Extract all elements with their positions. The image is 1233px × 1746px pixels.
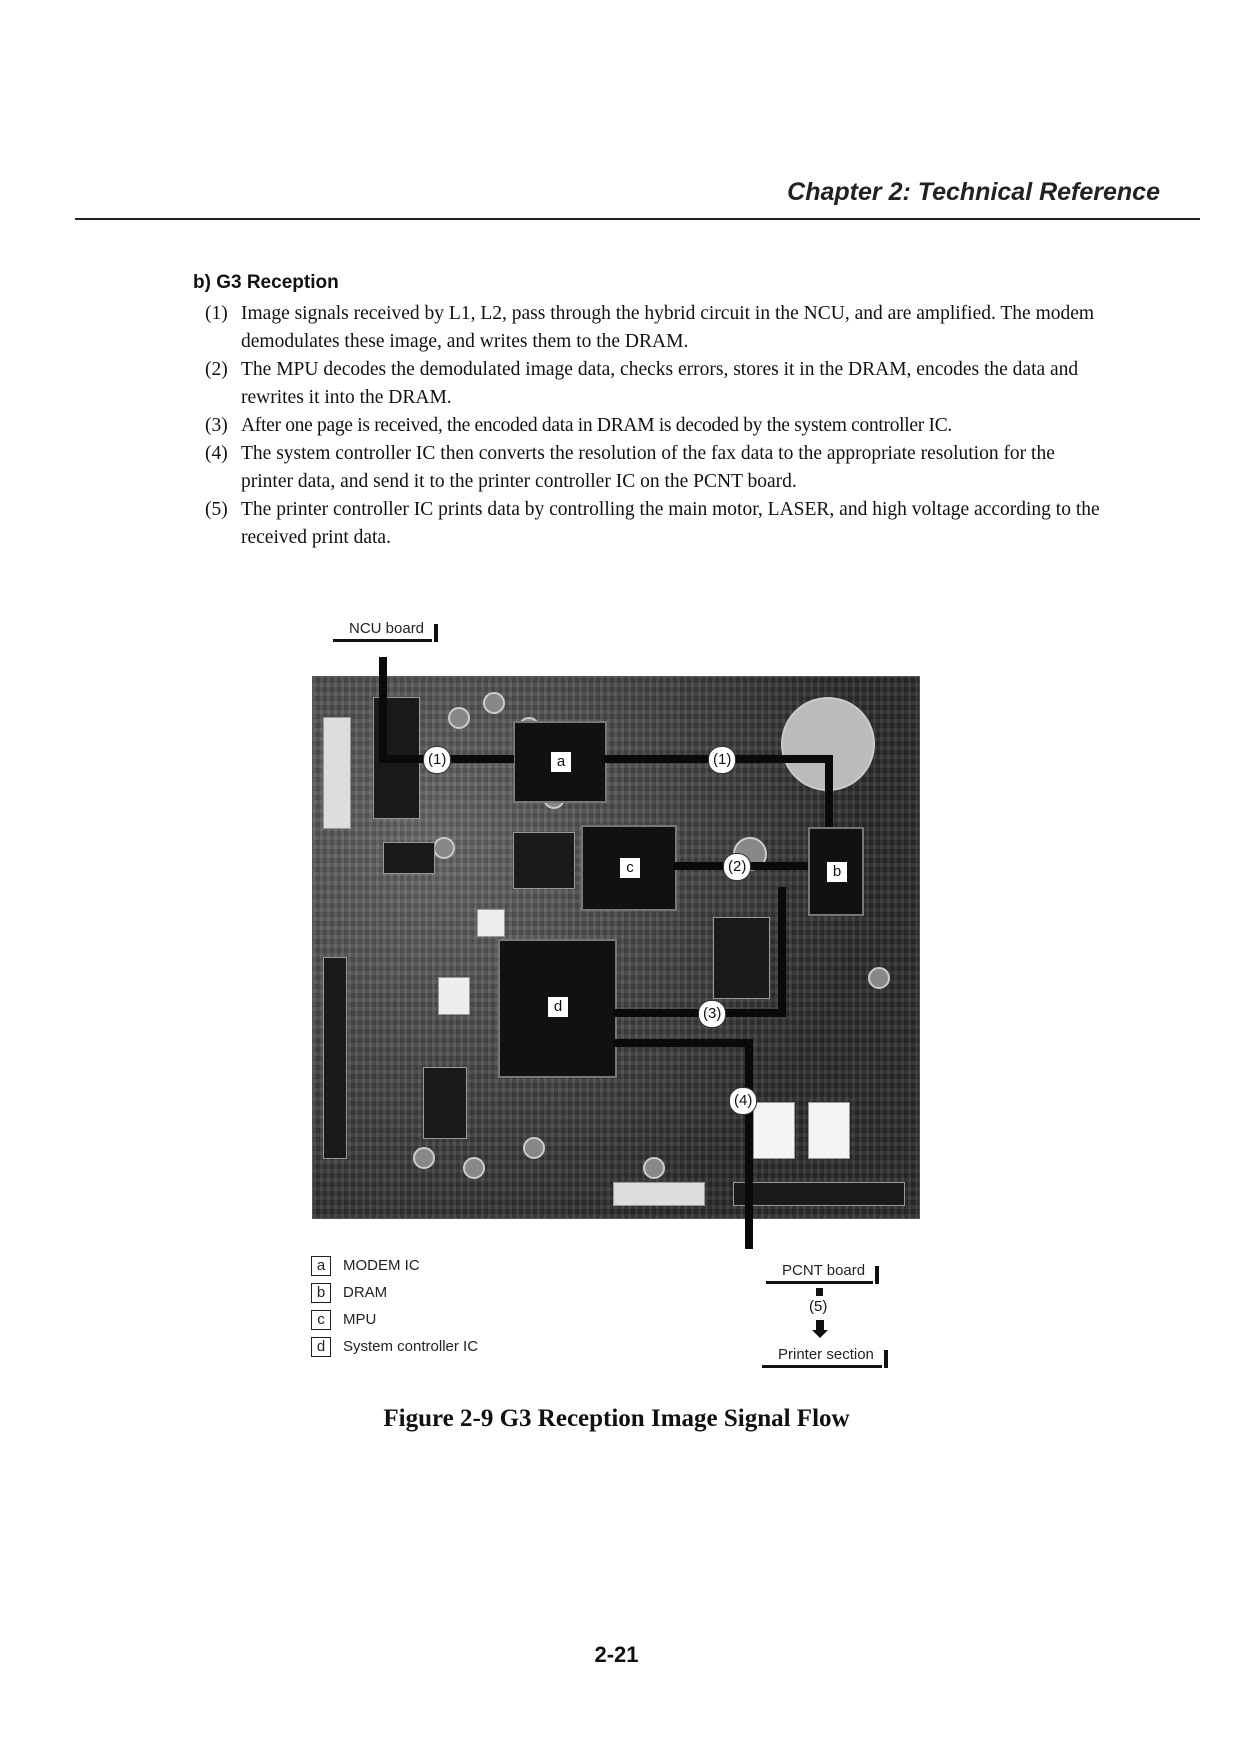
small-ic [423,1067,467,1139]
step-text: The MPU decodes the demodulated image da… [241,359,1079,408]
capacitor [448,707,470,729]
legend-item: d System controller IC [311,1333,478,1360]
flow-line-pcnt-printer [816,1288,823,1296]
flow-line-dram-syscon [778,887,786,1017]
white-connector [438,977,470,1015]
pcb-photo: a c b d (1) (1) (2) (3) (4) [312,657,920,1249]
step-item: (5) The printer controller IC prints dat… [205,496,1105,552]
white-connector [477,909,505,937]
arrow-down-icon [812,1330,828,1338]
bottom-connector [613,1182,705,1206]
page-number: 2-21 [594,1642,639,1667]
step-item: (3) After one page is received, the enco… [205,412,1105,440]
legend-key: b [311,1282,331,1303]
printer-section-callout: Printer section [762,1346,888,1368]
capacitor [483,692,505,714]
capacitor [643,1157,665,1179]
small-ic [383,842,435,874]
step-number: (3) [205,415,228,436]
dram-chip: b [808,827,864,916]
pcnt-board-callout: PCNT board [766,1262,880,1284]
bottom-connector [733,1182,905,1206]
capacitor [463,1157,485,1179]
ncu-board-callout: NCU board [333,620,439,642]
step-item: (1) Image signals received by L1, L2, pa… [205,300,1105,356]
connector-strip [323,957,347,1159]
figure-caption: Figure 2-9 G3 Reception Image Signal Flo… [383,1405,850,1432]
flow-arrow-stem [816,1320,824,1330]
flow-label-5: (5) [809,1298,828,1315]
step-text: After one page is received, the encoded … [241,415,953,436]
mpu-chip: c [581,825,677,911]
legend-key: d [311,1336,331,1357]
chip-label-a: a [550,751,572,773]
legend-item: c MPU [311,1306,478,1333]
chip-label-c: c [619,857,641,879]
step-number: (4) [205,443,228,464]
flow-label-1b: (1) [708,746,737,774]
small-ic [713,917,770,999]
flow-label-4: (4) [729,1087,758,1115]
modem-ic-chip: a [513,721,607,803]
flow-label-1: (1) [423,746,452,774]
capacitor [413,1147,435,1169]
section-title: b) G3 Reception [193,272,339,293]
chapter-heading: Chapter 2: Technical Reference [787,178,1160,206]
step-number: (2) [205,359,228,380]
flow-line-modem-dram-vertical [825,755,833,827]
header-rule [75,218,1200,220]
flow-line-syscon-pcnt-vertical [745,1039,753,1249]
chip-label-b: b [826,861,848,883]
legend-key: a [311,1255,331,1276]
flow-label-2: (2) [723,853,752,881]
capacitor [868,967,890,989]
capacitor [433,837,455,859]
system-controller-ic-chip: d [498,939,617,1078]
flow-line-syscon-pcnt [613,1039,753,1047]
legend-label: DRAM [343,1284,388,1301]
legend-item: b DRAM [311,1279,478,1306]
legend-key: c [311,1309,331,1330]
flow-label-3: (3) [698,1000,727,1028]
step-number: (5) [205,499,228,520]
step-list: (1) Image signals received by L1, L2, pa… [205,300,1105,552]
small-ic [513,832,575,889]
flow-line-ncu [379,657,387,757]
step-text: The system controller IC then converts t… [241,443,1055,492]
chip-legend: a MODEM IC b DRAM c MPU d System control… [311,1252,478,1360]
chip-label-d: d [547,996,569,1018]
legend-label: MODEM IC [343,1257,420,1274]
white-connector [808,1102,850,1159]
step-number: (1) [205,303,228,324]
board-label-sticker [323,717,351,829]
step-text: Image signals received by L1, L2, pass t… [241,303,1095,352]
legend-label: System controller IC [343,1338,479,1355]
legend-label: MPU [343,1311,377,1328]
step-item: (4) The system controller IC then conver… [205,440,1105,496]
legend-item: a MODEM IC [311,1252,478,1279]
step-item: (2) The MPU decodes the demodulated imag… [205,356,1105,412]
step-text: The printer controller IC prints data by… [241,499,1100,548]
white-connector [753,1102,795,1159]
capacitor [523,1137,545,1159]
